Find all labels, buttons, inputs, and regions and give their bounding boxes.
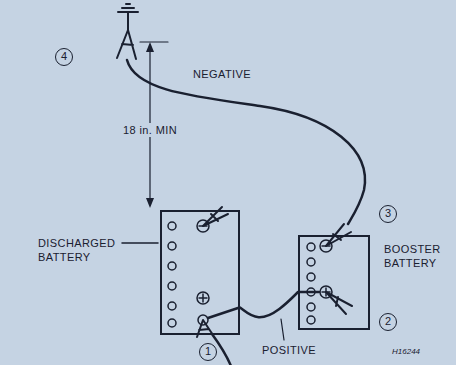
cell-cap	[168, 282, 176, 290]
battery-cells	[168, 222, 315, 327]
callout-number: 1	[199, 343, 217, 361]
battery-clamp	[326, 292, 352, 314]
cable-label: NEGATIVE	[193, 67, 251, 81]
dimension-label: 18 in. MIN	[121, 123, 179, 137]
callout-number: 2	[379, 313, 397, 331]
negative-cable	[127, 60, 365, 224]
cell-cap	[168, 262, 176, 270]
battery-box: DISCHARGED BATTERY	[160, 210, 240, 335]
callout-number: 4	[55, 48, 73, 66]
callout-number: 3	[379, 205, 397, 223]
cell-cap	[307, 273, 315, 281]
ground-symbol	[118, 4, 138, 30]
cell-cap	[307, 316, 315, 324]
cell-cap	[168, 222, 176, 230]
cell-cap	[307, 243, 315, 251]
positive-terminal	[197, 292, 209, 304]
battery-label: BOOSTER BATTERY	[384, 242, 448, 270]
cable-label: POSITIVE	[262, 343, 316, 357]
dimension-arrowhead	[146, 198, 154, 208]
battery-box: BOOSTER BATTERY	[298, 235, 370, 330]
positive-cable	[240, 292, 298, 317]
inner-wire	[208, 308, 238, 318]
plus-sign	[199, 294, 207, 302]
cell-cap	[168, 242, 176, 250]
dimension-arrowhead	[146, 42, 154, 52]
cell-cap	[307, 258, 315, 266]
battery-label: DISCHARGED BATTERY	[38, 236, 138, 264]
cell-cap	[168, 302, 176, 310]
cell-cap	[307, 303, 315, 311]
illustration-group	[117, 4, 365, 365]
leader-line	[281, 319, 284, 340]
ground-clamp	[117, 30, 136, 59]
leader-line	[122, 242, 158, 244]
figure-code: H16244	[392, 347, 420, 357]
cell-cap	[168, 319, 176, 327]
inner-wire	[300, 291, 319, 294]
